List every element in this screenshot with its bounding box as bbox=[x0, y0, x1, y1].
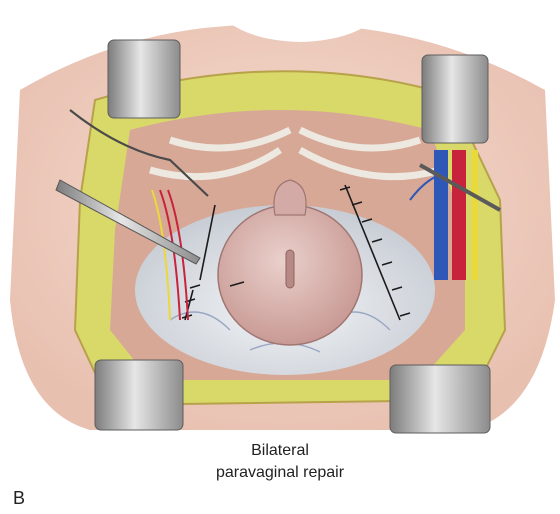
right-instrument bbox=[419, 163, 501, 212]
external-iliac-vein bbox=[434, 150, 448, 280]
caption-line-1: Bilateral bbox=[251, 442, 309, 459]
retractor-top-right bbox=[421, 54, 489, 144]
ligament-band-right bbox=[298, 126, 441, 181]
incision-top-notch bbox=[210, 0, 390, 42]
nerve bbox=[472, 150, 478, 280]
sutures-left bbox=[181, 204, 245, 321]
needle-holder bbox=[69, 109, 209, 197]
surgical-field-drawing bbox=[10, 0, 555, 434]
sutures-right bbox=[339, 184, 411, 321]
caption-line-2: paravaginal repair bbox=[215, 464, 345, 481]
retractor-bottom-right bbox=[389, 364, 491, 434]
external-iliac-artery bbox=[452, 150, 466, 280]
forceps bbox=[55, 179, 201, 265]
ligament-band-left bbox=[149, 126, 292, 181]
panel-label: B bbox=[13, 488, 26, 508]
catheter bbox=[285, 249, 295, 289]
bladder-neck bbox=[273, 179, 307, 216]
retractor-bottom-left bbox=[94, 359, 184, 431]
retractor-top-left bbox=[107, 39, 181, 119]
